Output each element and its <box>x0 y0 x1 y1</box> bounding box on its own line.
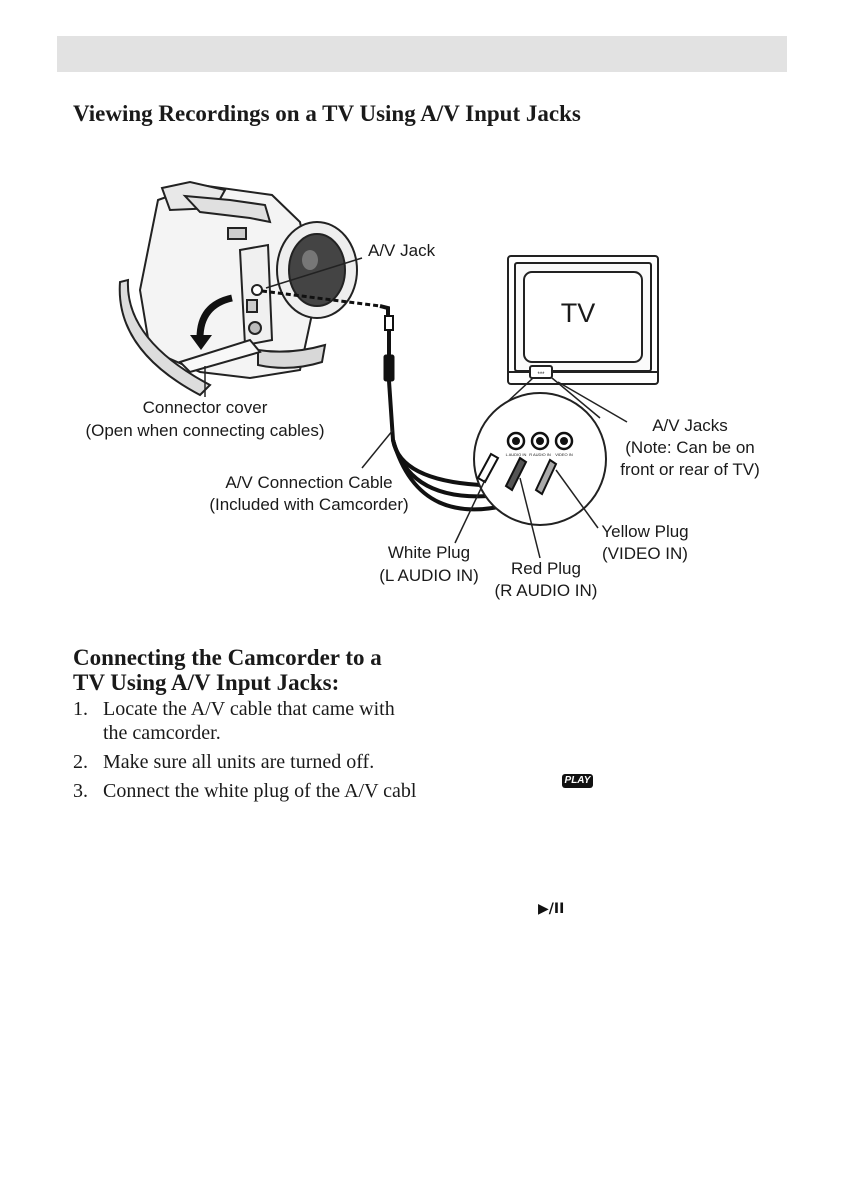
step-number: 2. <box>73 751 88 773</box>
label-red-plug-note: (R AUDIO IN) <box>495 581 598 600</box>
label-white-plug: White Plug <box>388 543 470 562</box>
list-item: 2. Make sure all units are turned off. <box>73 750 418 774</box>
step-text: Locate the A/V cable that came with the … <box>103 698 395 744</box>
play-badge-icon: PLAY <box>562 774 593 788</box>
page-title: Viewing Recordings on a TV Using A/V Inp… <box>73 101 581 126</box>
play-pause-icon: ▶/II <box>538 901 565 917</box>
jack-label-video: VIDEO IN <box>555 452 573 457</box>
av-jacks-panel: L AUDIO IN R AUDIO IN VIDEO IN <box>473 392 607 526</box>
label-av-jacks-note-2: front or rear of TV) <box>620 460 760 479</box>
jack-label-l-audio: L AUDIO IN <box>506 452 527 457</box>
tv-label: TV <box>561 298 596 328</box>
label-red-plug: Red Plug <box>511 559 581 578</box>
label-white-plug-note: (L AUDIO IN) <box>379 566 479 585</box>
svg-text:***: *** <box>537 372 545 378</box>
label-av-cable-note: (Included with Camcorder) <box>209 495 408 514</box>
section-title-line1: Connecting the Camcorder to a <box>73 645 382 670</box>
steps-list: 1. Locate the A/V cable that came with th… <box>73 697 418 808</box>
label-av-jack: A/V Jack <box>368 241 436 260</box>
step-number: 3. <box>73 780 88 802</box>
section-title-line2: TV Using A/V Input Jacks: <box>73 670 340 695</box>
section-title: Connecting the Camcorder to a TV Using A… <box>73 645 418 695</box>
label-av-jacks: A/V Jacks <box>652 416 728 435</box>
step-text: Connect the white plug of the A/V cabl <box>103 780 417 802</box>
connection-diagram: *** TV L AUDIO IN R AUDIO IN VIDEO IN <box>85 180 760 600</box>
label-av-cable: A/V Connection Cable <box>225 473 392 492</box>
tv-illustration: *** <box>507 255 659 385</box>
jack-label-r-audio: R AUDIO IN <box>529 452 551 457</box>
av-cable <box>261 289 526 512</box>
list-item: 1. Locate the A/V cable that came with th… <box>73 697 418 745</box>
step-number: 1. <box>73 698 88 720</box>
label-connector-cover-note: (Open when connecting cables) <box>85 421 324 440</box>
step-text: Make sure all units are turned off. <box>103 751 375 773</box>
label-yellow-plug: Yellow Plug <box>601 522 688 541</box>
arrow-head <box>190 335 212 350</box>
open-arrow <box>196 294 233 339</box>
header-bar <box>57 36 787 72</box>
camcorder-illustration <box>118 180 358 397</box>
label-yellow-plug-note: (VIDEO IN) <box>602 544 688 563</box>
list-item: 3. Connect the white plug of the A/V cabl <box>73 779 418 803</box>
label-connector-cover: Connector cover <box>143 398 268 417</box>
label-av-jacks-note: (Note: Can be on <box>625 438 754 457</box>
